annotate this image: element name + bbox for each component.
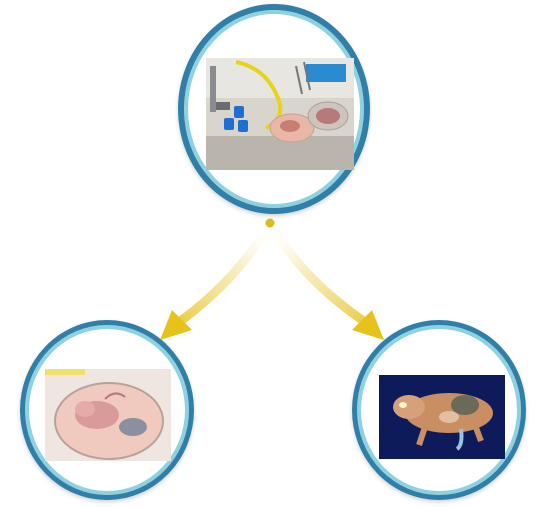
arrowhead-right — [352, 310, 384, 340]
preserved-specimen-photo — [379, 375, 505, 459]
edge-root-to-left — [182, 226, 268, 320]
junction-dot — [266, 219, 275, 228]
laboratory-bench-photo — [206, 58, 354, 170]
left-child-node — [20, 320, 194, 500]
root-node — [178, 4, 370, 214]
petri-dish-specimen-photo — [45, 369, 171, 461]
edge-root-to-right — [272, 226, 362, 320]
right-child-node — [352, 320, 526, 500]
arrowhead-left — [160, 310, 192, 340]
